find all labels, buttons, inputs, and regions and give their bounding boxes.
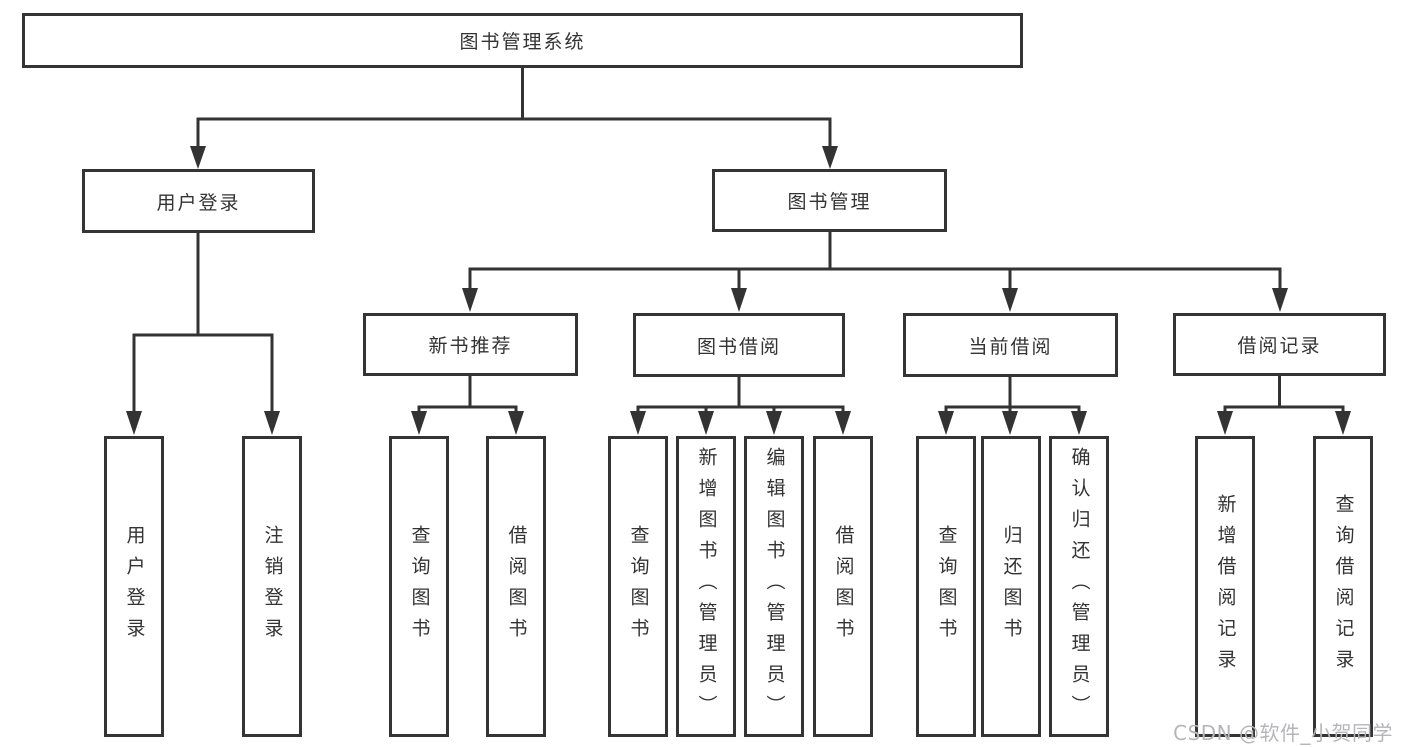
connector-book-mgmt-to-level3 [462, 232, 1288, 312]
connector-current-borrow-to-leaves [938, 377, 1087, 435]
node-current-borrow: 当前借阅 [903, 313, 1118, 377]
leaf-logout: 注销登录 [242, 436, 302, 737]
node-book-management-label: 图书管理 [787, 191, 872, 213]
leaf-user-login: 用户登录 [104, 436, 164, 737]
node-borrow-records-label: 借阅记录 [1237, 335, 1322, 357]
leaf-confirm-return-admin-label: 确认归还（管理员） [1068, 447, 1091, 726]
leaf-query-book-recommend-label: 查询图书 [408, 524, 431, 649]
leaf-query-book-recommend: 查询图书 [389, 436, 449, 737]
leaf-return-book-label: 归还图书 [1000, 524, 1023, 649]
leaf-query-borrow-record-label: 查询借阅记录 [1332, 493, 1355, 680]
node-book-borrow: 图书借阅 [633, 313, 845, 377]
node-user-login: 用户登录 [82, 169, 315, 233]
leaf-user-login-label: 用户登录 [123, 524, 146, 649]
leaf-logout-label: 注销登录 [261, 524, 284, 649]
leaf-query-book-current-label: 查询图书 [935, 524, 958, 649]
leaf-add-borrow-record-label: 新增借阅记录 [1214, 493, 1237, 680]
leaf-query-book-current: 查询图书 [916, 436, 976, 737]
leaf-add-book-admin-label: 新增图书（管理员） [695, 447, 718, 726]
connector-book-borrow-to-leaves [630, 377, 851, 435]
connector-borrow-records-to-leaves [1217, 376, 1351, 435]
node-book-management: 图书管理 [712, 169, 947, 232]
node-current-borrow-label: 当前借阅 [968, 335, 1053, 358]
leaf-edit-book-admin: 编辑图书（管理员） [744, 436, 804, 737]
leaf-confirm-return-admin: 确认归还（管理员） [1049, 436, 1109, 737]
leaf-borrow-book-recommend: 借阅图书 [486, 436, 546, 737]
leaf-query-book-borrow: 查询图书 [608, 436, 668, 737]
node-borrow-records: 借阅记录 [1173, 313, 1386, 376]
leaf-query-book-borrow-label: 查询图书 [627, 524, 650, 649]
node-new-book-recommend: 新书推荐 [363, 313, 578, 376]
leaf-edit-book-admin-label: 编辑图书（管理员） [763, 447, 786, 726]
watermark: CSDN @软件_小贺同学 [1173, 721, 1393, 745]
connector-user-login-to-leaves [126, 233, 280, 435]
leaf-add-borrow-record: 新增借阅记录 [1195, 436, 1255, 737]
leaf-borrow-book: 借阅图书 [813, 436, 873, 737]
leaf-borrow-book-label: 借阅图书 [832, 524, 855, 649]
leaf-return-book: 归还图书 [981, 436, 1041, 737]
connector-new-book-to-leaves [411, 376, 524, 435]
node-user-login-label: 用户登录 [156, 191, 241, 214]
connector-root-to-level2 [190, 68, 838, 169]
node-book-borrow-label: 图书借阅 [696, 335, 781, 358]
leaf-add-book-admin: 新增图书（管理员） [676, 436, 736, 737]
node-new-book-recommend-label: 新书推荐 [428, 335, 513, 357]
node-root-label: 图书管理系统 [459, 31, 586, 53]
node-root: 图书管理系统 [22, 13, 1023, 68]
leaf-borrow-book-recommend-label: 借阅图书 [505, 524, 528, 649]
leaf-query-borrow-record: 查询借阅记录 [1313, 436, 1373, 737]
